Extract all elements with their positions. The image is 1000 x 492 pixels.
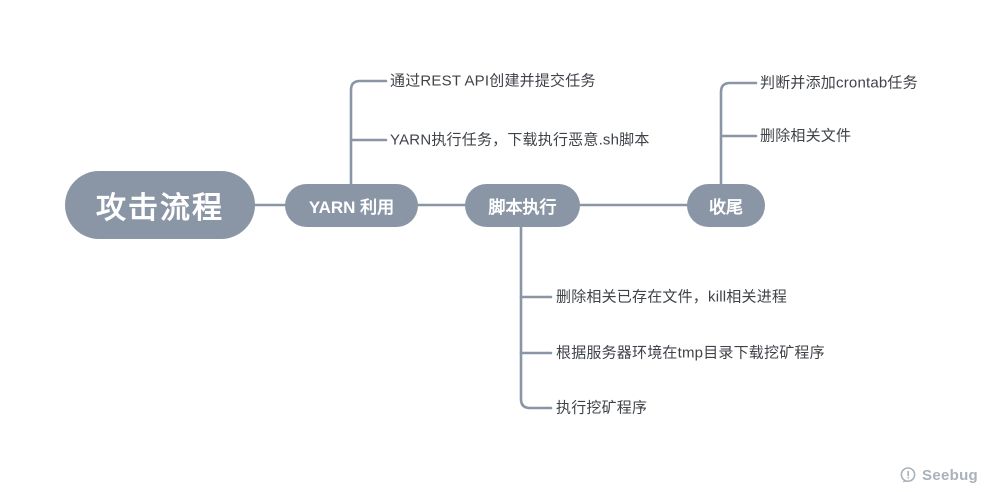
node-yarn-exploit: YARN 利用 xyxy=(285,184,418,227)
leaf-yarn-rest-api: 通过REST API创建并提交任务 xyxy=(390,72,596,90)
leaf-script-kill-process: 删除相关已存在文件，kill相关进程 xyxy=(556,288,788,306)
root-node-label: 攻击流程 xyxy=(96,192,224,225)
node-script-label: 脚本执行 xyxy=(488,198,557,217)
leaf-script-run-miner: 执行挖矿程序 xyxy=(556,399,648,417)
leaf-script-download-miner: 根据服务器环境在tmp目录下载挖矿程序 xyxy=(556,344,825,362)
node-cleanup: 收尾 xyxy=(687,184,765,227)
node-yarn-label: YARN 利用 xyxy=(308,198,395,217)
seebug-logo-icon xyxy=(900,467,916,483)
leaf-yarn-malicious-sh: YARN执行任务，下载执行恶意.sh脚本 xyxy=(390,131,650,149)
leaf-end-crontab: 判断并添加crontab任务 xyxy=(760,74,918,92)
leaf-end-delete-files: 删除相关文件 xyxy=(760,127,852,145)
node-cleanup-label: 收尾 xyxy=(709,198,743,217)
root-node-attack-flow: 攻击流程 xyxy=(65,171,255,239)
node-script-execution: 脚本执行 xyxy=(465,184,580,227)
seebug-logo: Seebug xyxy=(899,466,978,484)
seebug-logo-text: Seebug xyxy=(922,466,978,484)
